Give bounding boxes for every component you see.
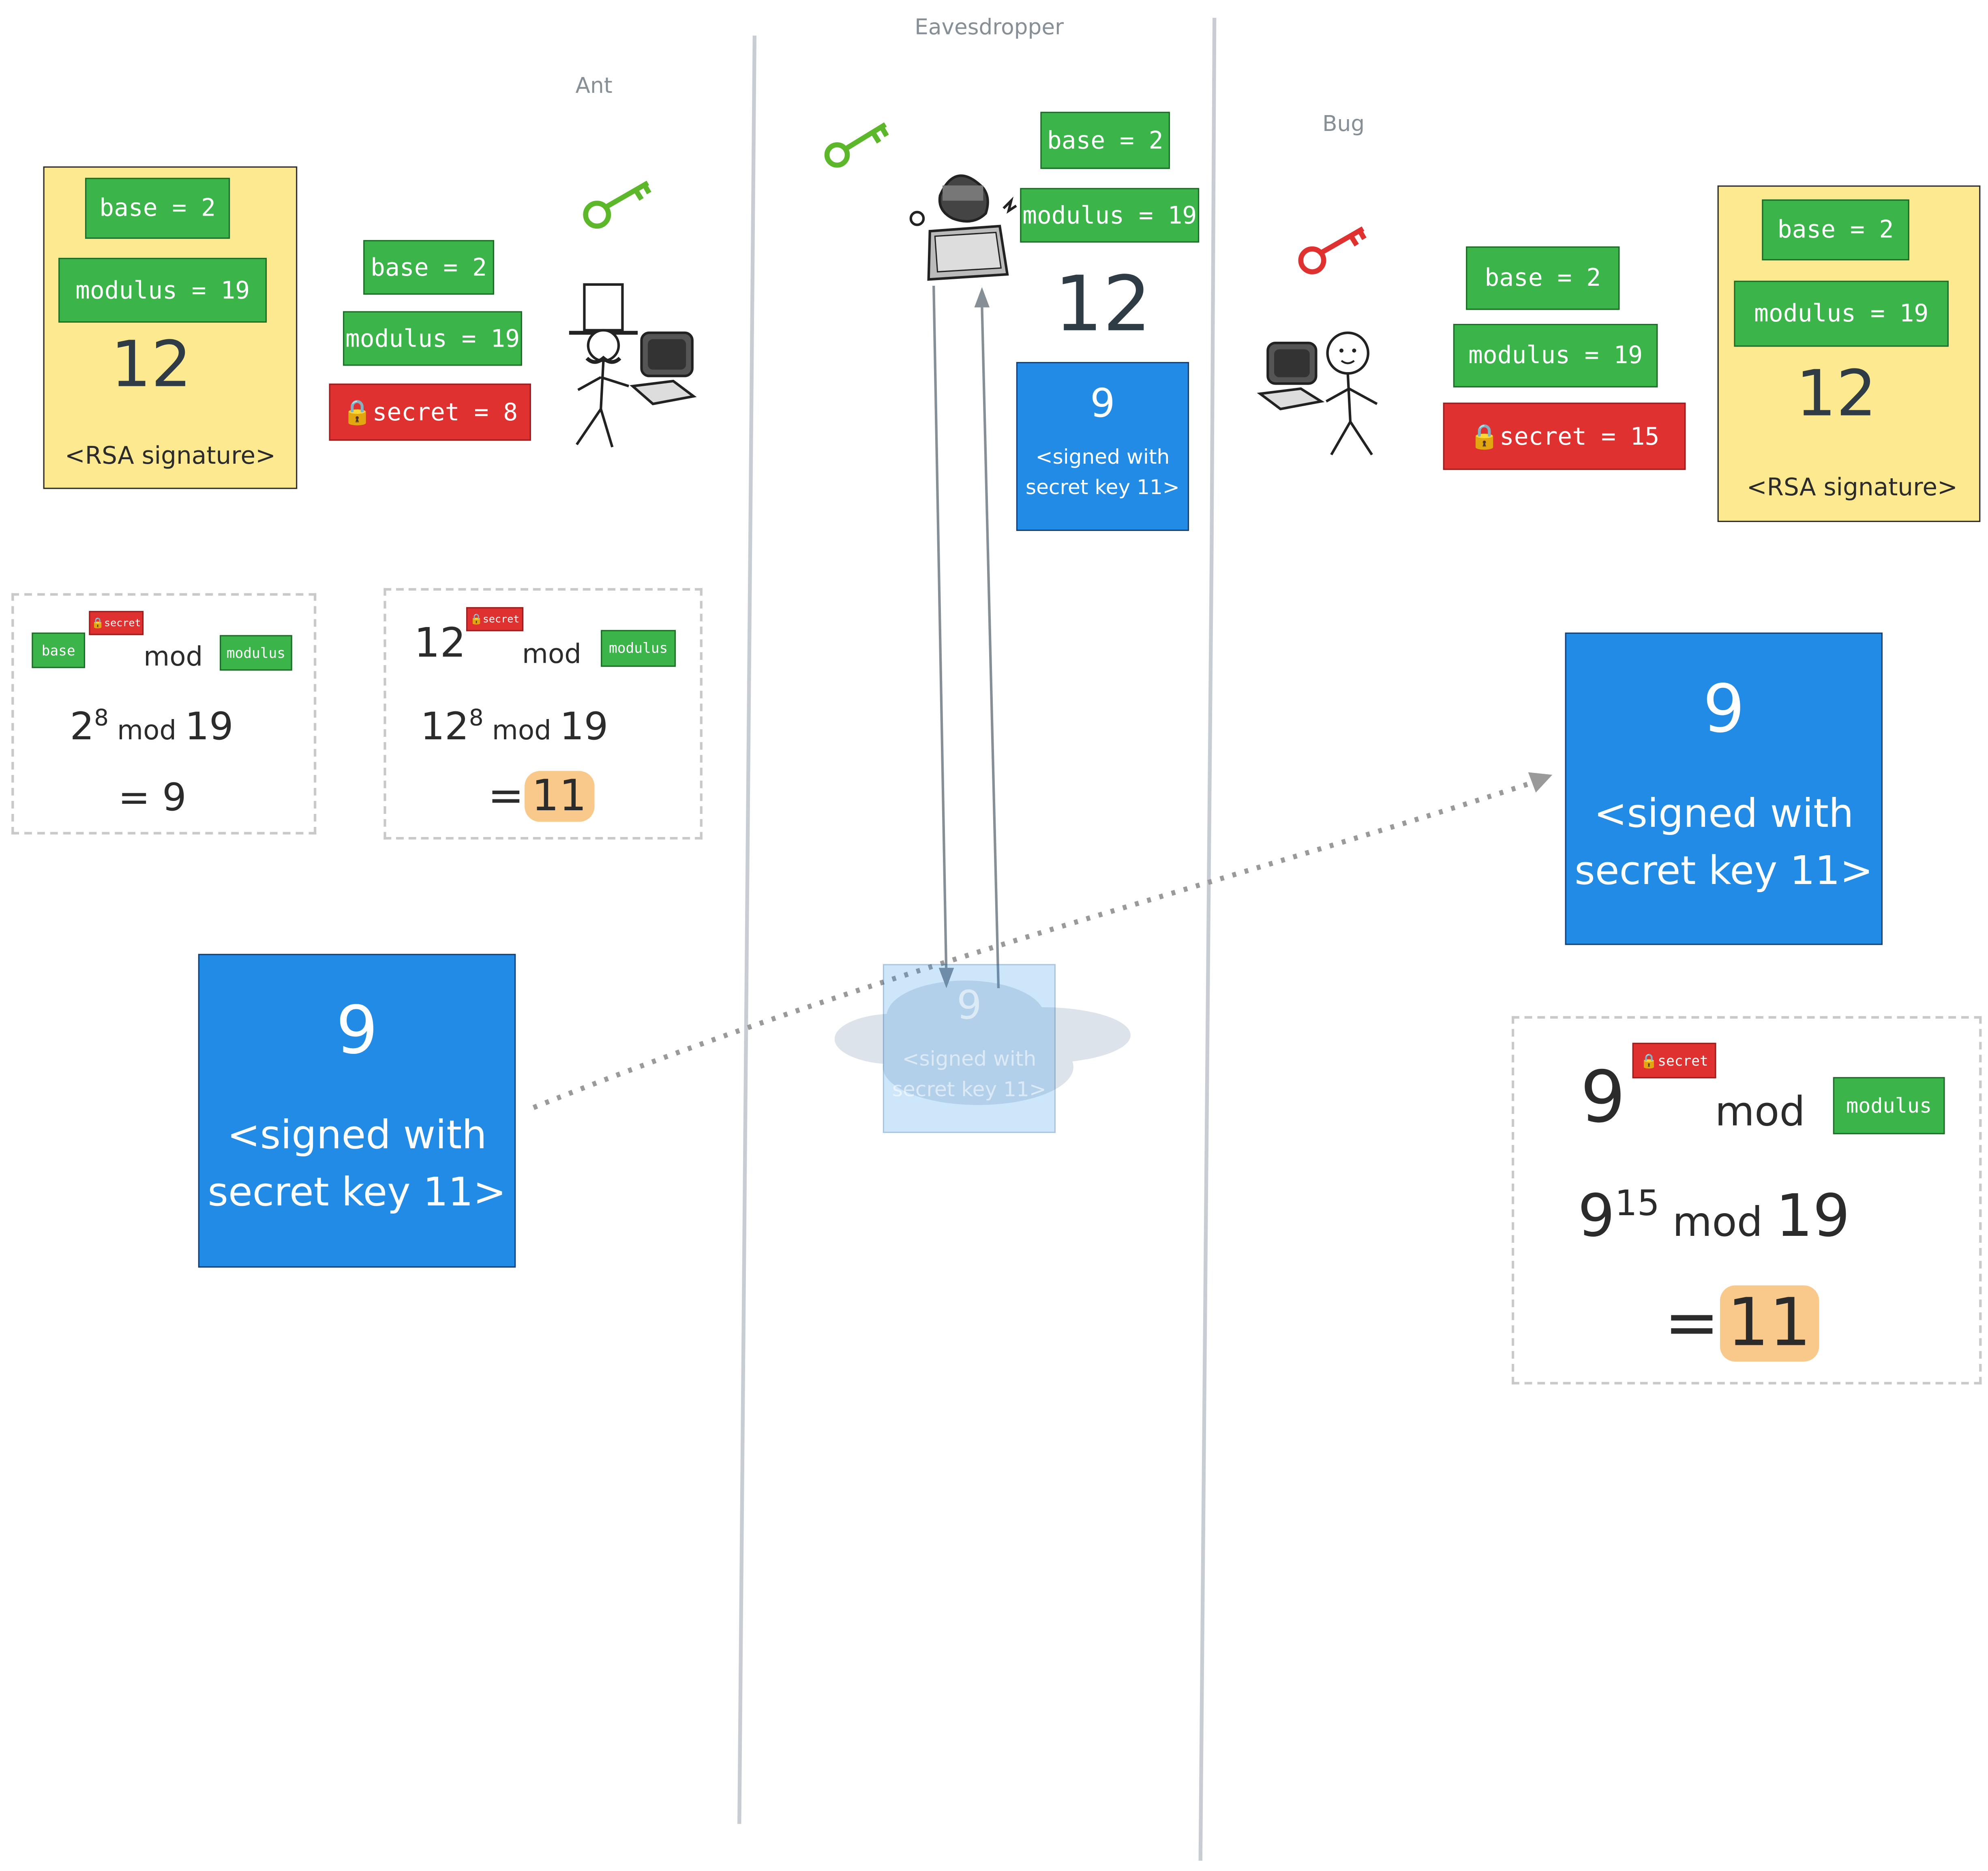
hacker-icon [909, 174, 1017, 281]
message-signed-line1: <signed with [227, 1113, 487, 1158]
calc-exponent: 8 [469, 705, 484, 732]
message-signed-line1: <signed with [1035, 444, 1170, 469]
calc-result: = 9 [118, 776, 186, 821]
calc-secret-tag: 🔒secret [466, 607, 524, 632]
eve-modulus-tag: modulus = 19 [1020, 188, 1200, 243]
calc-equals: = [1664, 1285, 1720, 1362]
ant-public-card: base = 2 modulus = 19 12 <RSA signature> [43, 166, 298, 489]
dotted-arrow-head [1528, 772, 1553, 793]
lane-label-eavesdropper: Eavesdropper [915, 15, 1064, 41]
calc-equals: = [488, 771, 524, 822]
bug-calc-box: 9 🔒secret mod modulus 915 mod 19 =11 [1511, 1016, 1982, 1385]
lock-icon: 🔒 [342, 398, 373, 427]
calc-formula: 915 mod 19 [1578, 1181, 1850, 1250]
lock-icon: 🔒 [1469, 423, 1500, 451]
calc-secret-tag: 🔒secret [1632, 1043, 1716, 1079]
message-value: 9 [1703, 672, 1745, 748]
card-signature-label: <RSA signature> [1746, 473, 1958, 502]
calc-result: =11 [488, 771, 594, 822]
lane-divider-left [737, 35, 757, 1824]
message-signed-line2: secret key 11> [1575, 848, 1873, 895]
calc-modulus-tag: modulus [220, 635, 292, 671]
calc-secret-tag: 🔒secret [89, 611, 144, 635]
calc-modulus-tag: modulus [1833, 1077, 1945, 1135]
ant-signed-message: 9 <signed with secret key 11> [198, 954, 516, 1268]
calc-mod-text: mod [522, 639, 582, 670]
calc-base-tag: base [32, 632, 85, 668]
arrow-down [932, 286, 948, 978]
message-value: 9 [336, 993, 378, 1070]
card-modulus-tag: modulus = 19 [1734, 280, 1949, 347]
bug-base-tag: base = 2 [1466, 246, 1620, 310]
ant-modulus-tag: modulus = 19 [343, 311, 522, 366]
card-base-tag: base = 2 [85, 178, 230, 239]
message-signed-line2: secret key 11> [208, 1170, 506, 1216]
calc-mod-word: mod [117, 715, 177, 746]
message-signed-line1: <signed with [902, 1047, 1037, 1071]
eve-signed-message: 9 <signed with secret key 11> [1016, 362, 1189, 531]
ant-person-icon [569, 283, 697, 447]
message-signed-line2: secret key 11> [892, 1077, 1046, 1101]
ant-calc-shared-box: 12 🔒secret mod modulus 128 mod 19 =11 [383, 588, 703, 840]
calc-formula: 28 mod 19 [70, 705, 233, 749]
shared-secret-highlight: 11 [1719, 1285, 1819, 1362]
key-icon [1298, 226, 1367, 274]
calc-result: =11 [1664, 1285, 1819, 1362]
bug-public-card: base = 2 modulus = 19 12 <RSA signature> [1717, 185, 1981, 522]
message-signed-line2: secret key 11> [1025, 475, 1180, 499]
intercepted-message-ghost: 9 <signed with secret key 11> [883, 964, 1056, 1133]
calc-formula: 128 mod 19 [420, 705, 608, 749]
key-icon [583, 180, 651, 229]
card-base-tag: base = 2 [1762, 199, 1909, 261]
shared-secret-highlight: 11 [524, 771, 594, 822]
calc-base-value: 2 [70, 705, 94, 749]
card-public-value: 12 [111, 328, 192, 402]
card-signature-label: <RSA signature> [64, 442, 276, 470]
bug-person-icon [1257, 331, 1378, 456]
calc-mod-word: mod [492, 715, 551, 746]
calc-mod-word: mod [1672, 1197, 1763, 1246]
calc-exponent: 8 [94, 705, 109, 732]
calc-modulus-value: 19 [559, 705, 608, 749]
calc-received-value: 12 [414, 619, 466, 667]
message-signed-line1: <signed with [1594, 791, 1854, 837]
lane-label-bug: Bug [1322, 111, 1365, 137]
calc-exponent: 15 [1615, 1182, 1660, 1224]
cloud-shape [834, 980, 1131, 1105]
bug-secret-tag: 🔒secret = 15 [1443, 402, 1686, 470]
arrow-up [981, 304, 1000, 989]
eve-base-tag: base = 2 [1040, 111, 1170, 169]
bug-signed-message: 9 <signed with secret key 11> [1565, 632, 1883, 945]
arrow-up-head [974, 287, 990, 308]
ant-calc-public-box: base 🔒secret mod modulus 28 mod 19 = 9 [11, 593, 317, 835]
lane-label-ant: Ant [575, 73, 613, 99]
eve-public-value: 12 [1054, 260, 1152, 349]
key-icon [824, 122, 889, 168]
card-public-value: 12 [1795, 357, 1877, 431]
message-value: 9 [956, 983, 982, 1029]
arrow-down-head [938, 968, 954, 988]
calc-modulus-tag: modulus [601, 630, 676, 667]
message-value: 9 [1090, 381, 1115, 427]
card-modulus-tag: modulus = 19 [58, 258, 267, 323]
ant-base-tag: base = 2 [363, 240, 494, 295]
lane-divider-right [1198, 17, 1217, 1861]
calc-modulus-value: 19 [185, 705, 234, 749]
calc-mod-text: mod [144, 641, 203, 672]
calc-received-value: 9 [1580, 1057, 1626, 1139]
ant-secret-text: secret = 8 [372, 398, 518, 426]
bug-secret-text: secret = 15 [1499, 422, 1660, 450]
ant-secret-tag: 🔒secret = 8 [329, 383, 531, 441]
calc-base-value: 9 [1577, 1181, 1615, 1250]
bug-modulus-tag: modulus = 19 [1453, 324, 1658, 387]
calc-base-value: 12 [420, 705, 469, 749]
calc-modulus-value: 19 [1776, 1181, 1850, 1250]
calc-mod-text: mod [1715, 1087, 1806, 1136]
